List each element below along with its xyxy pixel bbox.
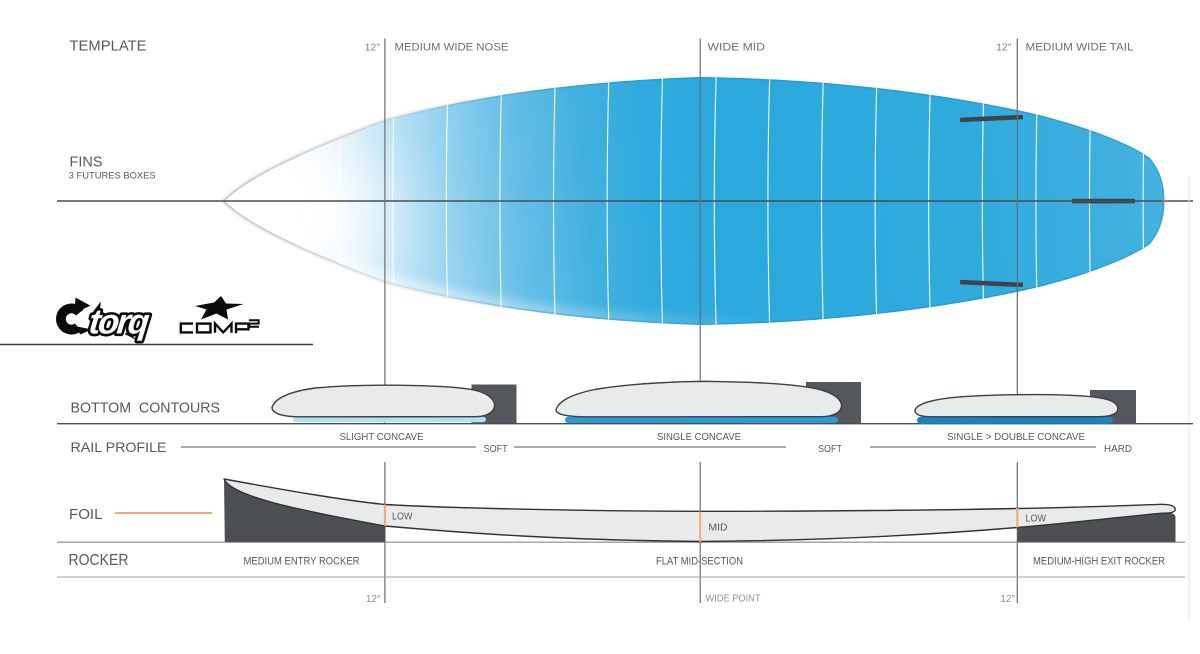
svg-text:12″: 12″ xyxy=(996,42,1012,54)
svg-text:SOFT: SOFT xyxy=(818,444,842,455)
svg-text:MEDIUM WIDE NOSE: MEDIUM WIDE NOSE xyxy=(395,42,509,54)
svg-text:MEDIUM WIDE TAIL: MEDIUM WIDE TAIL xyxy=(1026,42,1134,54)
svg-text:12″: 12″ xyxy=(366,594,381,605)
svg-text:LOW: LOW xyxy=(392,511,413,522)
svg-text:12″: 12″ xyxy=(365,42,381,54)
svg-text:BOTTOM CONTOURS: BOTTOM CONTOURS xyxy=(71,400,221,417)
svg-text:12″: 12″ xyxy=(1000,594,1015,605)
svg-text:LOW: LOW xyxy=(1026,514,1047,525)
svg-text:FINS: FINS xyxy=(70,153,103,170)
svg-text:TEMPLATE: TEMPLATE xyxy=(70,38,147,55)
svg-text:FOIL: FOIL xyxy=(69,506,103,523)
svg-text:SINGLE CONCAVE: SINGLE CONCAVE xyxy=(657,432,741,443)
svg-text:RAIL PROFILE: RAIL PROFILE xyxy=(71,439,167,455)
svg-text:SOFT: SOFT xyxy=(484,444,508,455)
svg-text:HARD: HARD xyxy=(1104,444,1132,455)
svg-text:SLIGHT CONCAVE: SLIGHT CONCAVE xyxy=(340,432,424,443)
svg-text:MID: MID xyxy=(709,523,728,534)
svg-text:WIDE POINT: WIDE POINT xyxy=(706,594,761,605)
svg-text:3 FUTURES BOXES: 3 FUTURES BOXES xyxy=(69,171,156,181)
svg-text:ROCKER: ROCKER xyxy=(69,552,129,569)
svg-text:FLAT MID-SECTION: FLAT MID-SECTION xyxy=(656,556,743,568)
svg-text:WIDE MID: WIDE MID xyxy=(708,42,766,54)
svg-text:SINGLE > DOUBLE CONCAVE: SINGLE > DOUBLE CONCAVE xyxy=(947,432,1085,443)
svg-text:MEDIUM-HIGH EXIT ROCKER: MEDIUM-HIGH EXIT ROCKER xyxy=(1033,556,1165,568)
svg-text:MEDIUM ENTRY ROCKER: MEDIUM ENTRY ROCKER xyxy=(244,556,360,568)
